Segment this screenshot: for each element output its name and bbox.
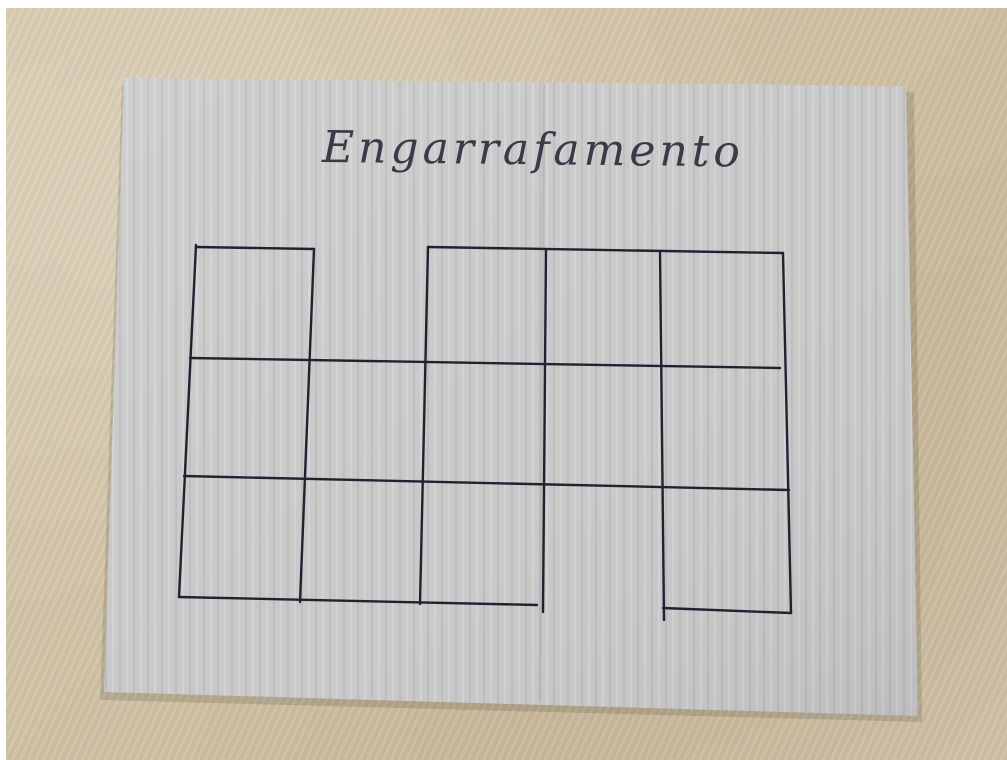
board-title: Engarrafamento (322, 122, 763, 178)
